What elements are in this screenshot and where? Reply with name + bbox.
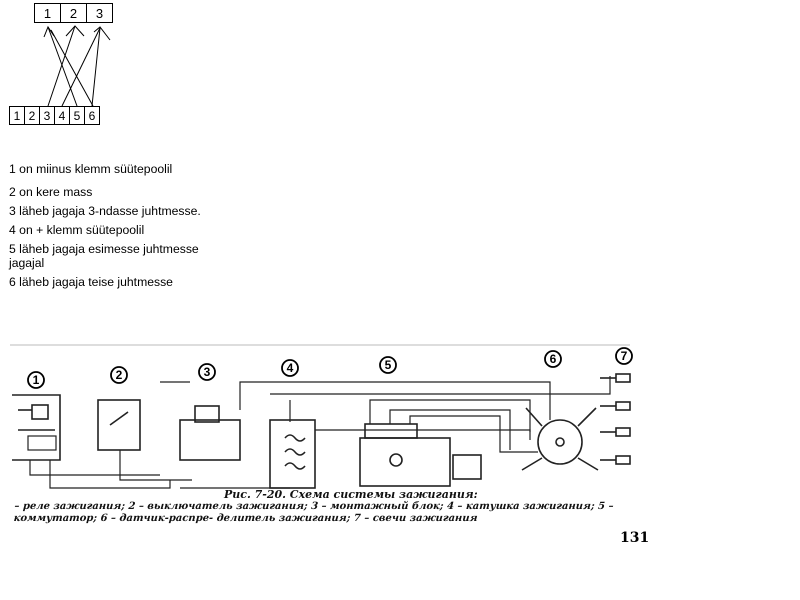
mounting-block xyxy=(179,405,241,461)
pin-legend: 1 on miinus klemm süütepoolil 2 on kere … xyxy=(9,162,269,289)
wire-pin3-to-pin2 xyxy=(47,25,76,107)
legend-item-2: 2 on kere mass xyxy=(9,185,93,199)
bottom-pin-4: 4 xyxy=(54,106,70,125)
badge-5: 5 xyxy=(385,358,392,372)
legend-item-4: 4 on + klemm süütepoolil xyxy=(9,223,145,237)
bottom-pin-6: 6 xyxy=(84,106,100,125)
bottom-pin-2: 2 xyxy=(24,106,40,125)
top-pin-3: 3 xyxy=(86,3,113,23)
relay-block xyxy=(12,394,61,461)
figure-title: Рис. 7-20. Схема системы зажигания: xyxy=(224,488,478,501)
top-pin-1: 1 xyxy=(34,3,61,23)
legend-item-6: 6 läheb jagaja teise juhtmesse xyxy=(9,275,173,289)
wire-pin5-to-pin1 xyxy=(47,26,78,107)
legend-item-1: 1 on miinus klemm süütepoolil xyxy=(9,162,173,176)
badge-1: 1 xyxy=(33,373,40,387)
badge-4: 4 xyxy=(287,361,294,375)
page-number: 131 xyxy=(620,530,650,546)
bottom-pin-3: 3 xyxy=(39,106,55,125)
wire-pin4-to-pin3 xyxy=(61,27,101,107)
ignition-switch-block xyxy=(97,399,141,451)
top-connector: 1 2 3 xyxy=(34,3,113,23)
component-badges: 1 2 3 4 5 6 7 xyxy=(27,347,633,389)
legend-item-3: 3 läheb jagaja 3-ndasse juhtmesse. xyxy=(9,204,201,218)
arrowhead xyxy=(65,25,85,37)
bottom-pin-5: 5 xyxy=(69,106,85,125)
arrowhead xyxy=(43,25,55,38)
bottom-connector: 1 2 3 4 5 6 xyxy=(9,106,100,125)
badge-3: 3 xyxy=(204,365,211,379)
bottom-pin-1: 1 xyxy=(9,106,25,125)
distributor-block xyxy=(521,407,599,471)
wire-pin6b-to-pin3 xyxy=(91,27,101,107)
top-pin-2: 2 xyxy=(60,3,87,23)
badge-7: 7 xyxy=(621,349,628,363)
arrowhead xyxy=(93,26,111,41)
figure-caption: Рис. 7-20. Схема системы зажигания: – ре… xyxy=(13,488,654,525)
legend-item-5: 5 läheb jagaja esimesse juhtmesse jagaja… xyxy=(9,242,199,270)
wiring-harness xyxy=(29,376,611,489)
figure-legend: – реле зажигания; 2 – выключатель зажига… xyxy=(13,501,614,524)
ignition-coil-block xyxy=(269,419,316,489)
ignition-schematic-scan: 1 2 3 4 5 6 7 xyxy=(10,344,633,489)
badge-2: 2 xyxy=(116,368,123,382)
connector-wiring xyxy=(43,25,111,107)
wire-pin6-to-pin1 xyxy=(50,29,94,107)
spark-plugs-block xyxy=(600,373,631,465)
badge-6: 6 xyxy=(550,352,557,366)
commutator-block xyxy=(359,423,482,487)
